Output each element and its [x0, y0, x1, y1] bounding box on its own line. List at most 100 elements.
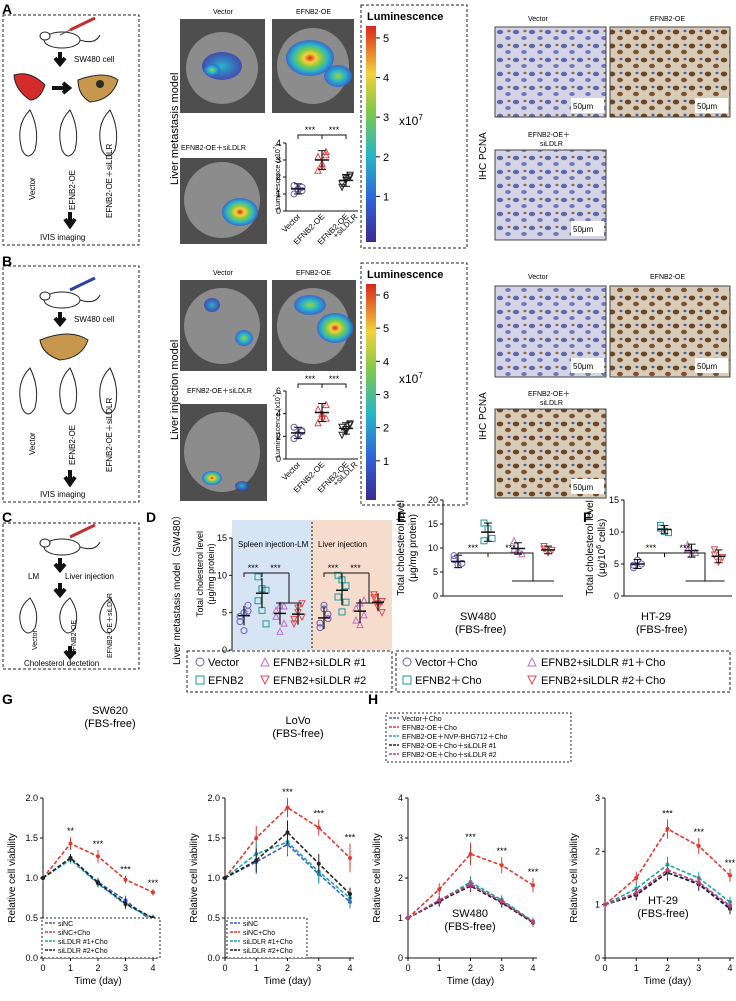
d-legend-si1: EFNB2+siLDLR #1 [273, 657, 366, 669]
e-condition-label: (FBS-free) [455, 624, 506, 636]
b-imaging-label: IVIS imaging [40, 490, 85, 499]
data-point [378, 609, 386, 617]
series-line [604, 871, 731, 908]
scale-bar-label: 50μm [573, 102, 594, 111]
significance-label: *** [505, 543, 516, 553]
chart-title: HT-29 [648, 895, 678, 907]
panel-b-letter: B [2, 253, 12, 269]
y-tick-label: 10 [428, 543, 438, 553]
series-line [407, 853, 534, 919]
b-bioluminescence-image-sildlr [180, 404, 267, 501]
data-point [123, 901, 128, 906]
data-point [683, 545, 692, 553]
y-axis-label: Total cholesterol level [396, 500, 407, 596]
data-point [298, 600, 306, 608]
b-img-title-vector: Vector [213, 270, 234, 277]
tumor-icon [96, 80, 104, 88]
data-point [123, 877, 128, 882]
data-point [342, 582, 350, 590]
x-tick-label: 2 [665, 963, 670, 973]
data-point [41, 876, 45, 880]
data-point [437, 887, 442, 892]
data-point [334, 593, 342, 601]
data-point [665, 826, 670, 831]
colorbar-tick-label: 1 [383, 191, 389, 203]
y-tick-label: 6 [276, 386, 281, 396]
y-tick-label: 1.0 [25, 873, 38, 883]
significance-bracket [457, 552, 489, 557]
significance-label: *** [282, 787, 293, 797]
syringe-icon [69, 276, 96, 292]
scale-bar-bg [695, 358, 728, 373]
significance-label: ** [67, 826, 75, 836]
b-ihc-title-vector: Vector [528, 274, 549, 281]
data-point [298, 428, 306, 436]
chart-title: SW620 [92, 705, 128, 717]
legend-label: siNC [243, 921, 258, 928]
a-cell-label: SW480 cell [74, 55, 115, 64]
scale-bar-bg [571, 98, 604, 113]
mouse-icon [39, 291, 101, 309]
significance-bracket [637, 552, 665, 557]
x-tick-label: 0 [602, 963, 607, 973]
y-axis-label: Relative cell viability [372, 833, 383, 922]
arrow-icon [53, 52, 67, 68]
y-tick-label: 0 [595, 953, 600, 963]
b-group-vector: Vector [28, 432, 37, 455]
liver-icon [77, 74, 119, 103]
colorbar-tick-label: 6 [383, 290, 389, 302]
data-point [665, 868, 670, 872]
data-point [468, 852, 473, 856]
y-tick-label: 2.0 [25, 793, 38, 803]
scale-bar-bg [695, 98, 728, 113]
d-legend-si2: EFNB2+siLDLR #2 [273, 675, 366, 687]
data-point [280, 619, 288, 627]
data-point [334, 571, 342, 579]
y-tick-label: 0 [276, 454, 281, 464]
significance-label: *** [329, 125, 340, 135]
a-ihc-title-efnb2: EFNB2-OE [650, 16, 685, 23]
data-point [348, 892, 352, 896]
significance-label: *** [313, 809, 324, 819]
y-tick-label: 20 [428, 495, 438, 505]
data-point [603, 902, 607, 907]
b-img-title-sildlr: EFNB2-OE＋siLDLR [187, 387, 252, 395]
data-point [634, 876, 639, 880]
significance-label: *** [329, 374, 340, 384]
b-colorbar-box [360, 262, 468, 506]
x-tick-label: 2 [285, 963, 290, 973]
significance-label: *** [496, 846, 507, 856]
b-ihc-title-sildlr-1: EFNB2-OE＋ [528, 390, 570, 398]
a-colorbar-box [360, 4, 468, 249]
data-point [68, 856, 73, 860]
a-colorbar-exponent: x107 [399, 113, 423, 128]
d-side-label: Liver metastasis model（SW480） [171, 510, 183, 665]
y-tick-label: 0 [398, 953, 403, 963]
data-point [634, 890, 639, 895]
scale-bar-label: 50μm [697, 102, 718, 111]
legend-label: siLDLR #2+Cho [58, 948, 108, 955]
data-point [691, 548, 700, 556]
significance-label: *** [93, 839, 104, 849]
significance-label: *** [679, 543, 690, 553]
y-axis-label: Luminescence (x107) [272, 144, 282, 210]
arrow-icon [63, 646, 77, 661]
y-tick-label: 5 [614, 559, 619, 569]
series-line [407, 883, 534, 923]
arrow-icon [52, 81, 73, 95]
legend-marker-square [402, 675, 412, 685]
legend-box [385, 712, 572, 763]
data-point [338, 608, 346, 616]
c-step-lm: LM [28, 572, 39, 581]
x-tick-label: 3 [123, 963, 128, 973]
series-line [604, 871, 731, 910]
chart-subtitle: (FBS-free) [84, 718, 135, 730]
panel-a-schematic-box [2, 14, 140, 246]
d-region-liver-label: Liver injection [318, 540, 367, 549]
chart-title: LoVo [285, 715, 310, 727]
y-tick-label: 0.5 [25, 913, 38, 923]
data-point [244, 607, 252, 615]
y-tick-label: 10 [217, 570, 227, 580]
